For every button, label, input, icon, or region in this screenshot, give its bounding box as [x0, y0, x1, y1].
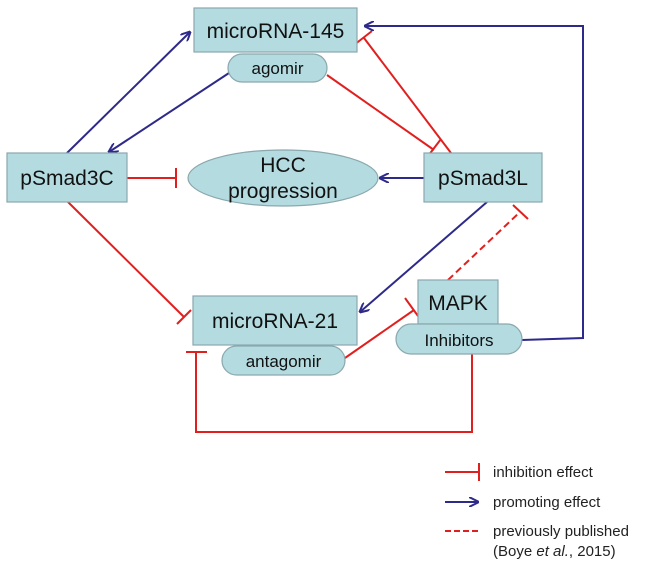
node-mir145-label: microRNA-145: [207, 20, 345, 43]
node-hcc-line2: progression: [228, 180, 338, 203]
node-agomir: agomir: [227, 53, 328, 83]
node-mapk: MAPK: [417, 279, 499, 325]
tbar: [404, 297, 419, 317]
node-antagomir-label: antagomir: [246, 352, 322, 371]
node-psmad3l-label: pSmad3L: [438, 167, 528, 190]
edge-psmad3c-inhibits-mir21: [67, 201, 185, 318]
node-mir21-label: microRNA-21: [212, 310, 338, 333]
legend: inhibition effect promoting effect previ…: [445, 463, 629, 560]
node-mapk-label: MAPK: [428, 292, 488, 315]
node-mir21: microRNA-21: [192, 295, 358, 346]
tbar: [176, 309, 192, 325]
node-psmad3c: pSmad3C: [6, 152, 128, 203]
node-mir145: microRNA-145: [193, 7, 358, 53]
edge-psmad3l-to-mir21: [360, 201, 488, 312]
legend-item-published: previously published (Boye et al., 2015): [445, 523, 629, 560]
edge-psmad3c-to-mir145: [66, 32, 190, 154]
legend-published-line1: previously published: [493, 523, 629, 540]
node-inhibitors-label: Inhibitors: [425, 331, 494, 350]
edge-psmad3l-inhibits-mir145: [363, 37, 452, 154]
legend-published-line2: (Boye et al., 2015): [493, 543, 616, 560]
legend-item-inhibition: inhibition effect: [445, 463, 594, 481]
node-psmad3c-label: pSmad3C: [20, 167, 113, 190]
edge-antagomir-inhibits-mapk: [344, 309, 415, 359]
legend-item-promoting: promoting effect: [445, 494, 601, 511]
tbar: [512, 204, 529, 220]
edge-inhibitors-to-mir145: [365, 26, 584, 341]
edge-agomir-inhibits-psmad3l: [326, 74, 435, 151]
node-antagomir: antagomir: [221, 345, 346, 376]
legend-promoting-label: promoting effect: [493, 494, 601, 511]
node-agomir-label: agomir: [252, 59, 304, 78]
node-psmad3l: pSmad3L: [423, 152, 543, 203]
node-inhibitors: Inhibitors: [395, 323, 523, 355]
node-hcc-line1: HCC: [260, 154, 306, 177]
edge-agomir-to-psmad3c: [109, 72, 230, 152]
node-hcc-progression: HCC progression: [187, 149, 379, 207]
legend-inhibition-label: inhibition effect: [493, 464, 594, 481]
edge-mapk-inhibits-psmad3l-dashed: [447, 211, 521, 281]
edge-inhibitors-inhibits-mir21: [195, 352, 473, 433]
